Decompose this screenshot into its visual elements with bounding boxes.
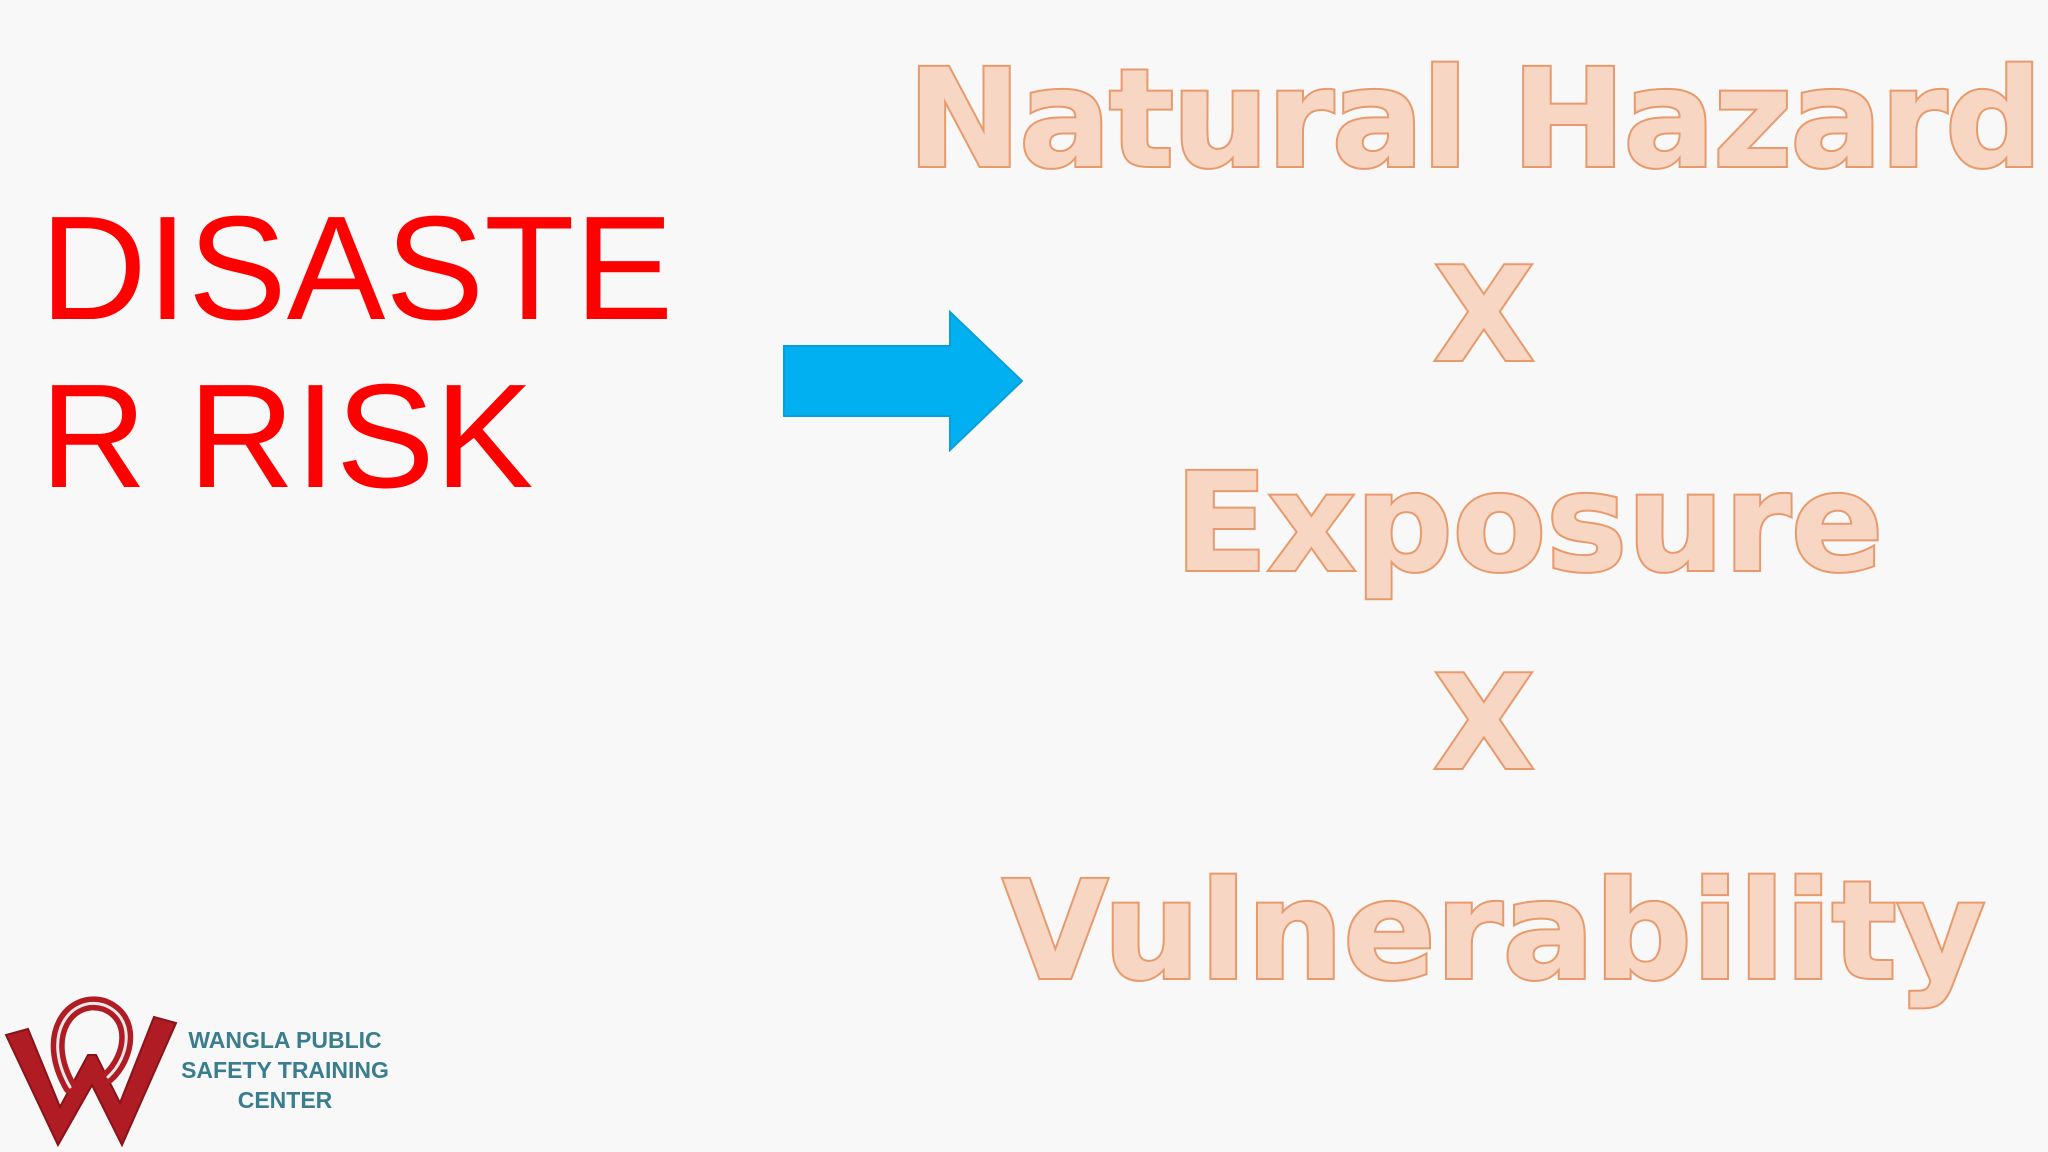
formula-operator-multiply: X bbox=[1432, 238, 1536, 392]
logo-text-line: SAFETY TRAINING bbox=[181, 1057, 389, 1083]
logo-text-line: CENTER bbox=[237, 1087, 333, 1113]
formula-term-vulnerability: Vulnerability bbox=[1001, 851, 1988, 1013]
formula-term-natural-hazard: Natural Hazard bbox=[905, 39, 2044, 201]
slide-title: DISASTER RISK bbox=[40, 186, 674, 519]
formula-operator-multiply: X bbox=[1432, 646, 1536, 800]
right-arrow-icon bbox=[783, 310, 1024, 452]
wangla-logo-icon bbox=[4, 996, 178, 1148]
organization-logo: WANGLA PUBLIC SAFETY TRAINING CENTER bbox=[0, 995, 400, 1152]
logo-text: WANGLA PUBLIC SAFETY TRAINING CENTER bbox=[180, 1025, 390, 1115]
formula-term-exposure: Exposure bbox=[1173, 443, 1886, 605]
logo-text-line: WANGLA PUBLIC bbox=[188, 1027, 382, 1053]
